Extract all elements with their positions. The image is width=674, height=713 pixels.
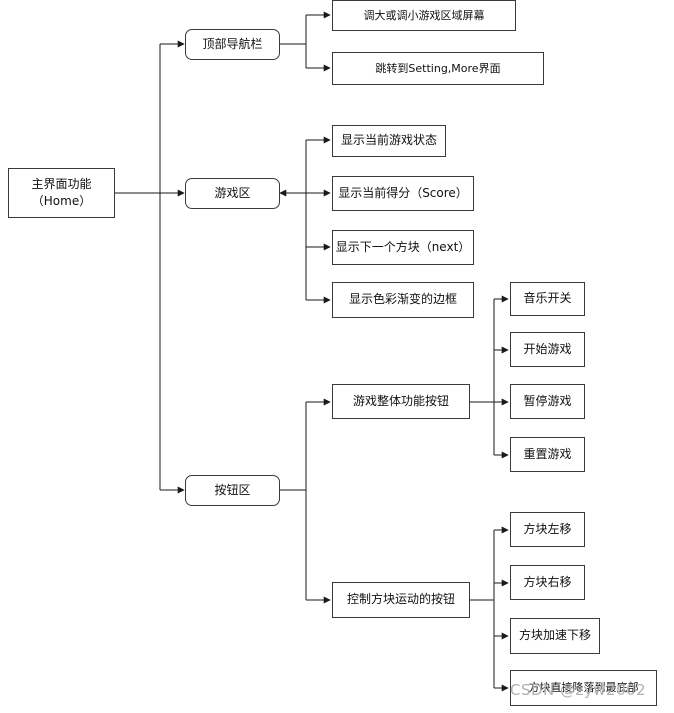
reset-game-node: 重置游戏: [510, 437, 585, 472]
move-right-node: 方块右移: [510, 565, 585, 600]
music-toggle-node: 音乐开关: [510, 282, 585, 316]
root-node: 主界面功能 （Home）: [8, 168, 115, 218]
start-game-node: 开始游戏: [510, 332, 585, 367]
resize-screen-node: 调大或调小游戏区域屏幕: [332, 0, 516, 31]
top-nav-node: 顶部导航栏: [185, 29, 280, 60]
game-state-node: 显示当前游戏状态: [332, 125, 446, 157]
game-area-node: 游戏区: [185, 178, 280, 209]
border-node: 显示色彩渐变的边框: [332, 282, 474, 318]
score-node: 显示当前得分（Score）: [332, 176, 474, 211]
move-left-node: 方块左移: [510, 512, 585, 547]
next-block-node: 显示下一个方块（next）: [332, 230, 474, 265]
speed-down-node: 方块加速下移: [510, 618, 600, 654]
jump-settings-node: 跳转到Setting,More界面: [332, 52, 544, 85]
buttons-node: 按钮区: [185, 475, 280, 506]
pause-game-node: 暂停游戏: [510, 384, 585, 419]
hard-drop-node: 方块直接降落到最底部: [510, 670, 657, 706]
block-buttons-node: 控制方块运动的按钮: [332, 582, 470, 618]
game-buttons-node: 游戏整体功能按钮: [332, 384, 470, 419]
watermark: CSDN @zyw2002: [510, 681, 647, 699]
